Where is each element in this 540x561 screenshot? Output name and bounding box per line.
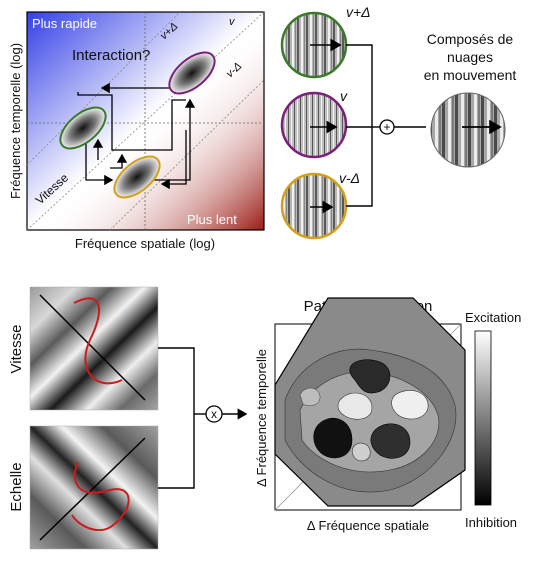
speed-profile-curve (73, 297, 123, 385)
label-interaction-question: Interaction? (72, 47, 150, 64)
label-speed-filter: Vitesse (8, 325, 25, 374)
panel-interaction-pattern: Patron d'interaction Δ Fréquence tempore… (254, 297, 521, 533)
link-path-4 (160, 130, 187, 190)
axis-label-delta-spatial: Δ Fréquence spatiale (307, 518, 429, 533)
label-v-plus: v+Δ (346, 4, 371, 20)
cloud-compound-result (430, 92, 506, 168)
cloud-stimulus-v (280, 91, 348, 159)
label-scale-filter: Echelle (8, 462, 25, 511)
gabor-scale (29, 425, 159, 550)
colorbar-label-inhibition: Inhibition (465, 515, 517, 530)
axis-label-spatial: Fréquence spatiale (log) (75, 236, 215, 251)
colorbar-label-excitation: Excitation (465, 310, 521, 325)
gabor-axis-line (39, 437, 146, 541)
panel-speed-space: Plus rapide Plus lent Interaction? Vites… (8, 11, 265, 251)
sum-bracket (346, 44, 373, 207)
axis-label-temporal: Fréquence temporelle (log) (8, 43, 23, 199)
filter-ellipse-green (59, 106, 107, 150)
product-symbol: x (211, 407, 217, 421)
gabor-axis-line (39, 294, 146, 401)
link-path-6 (110, 153, 128, 169)
panel-filter-product: Vitesse Echelle x (8, 286, 248, 550)
panel-cloud-sum: v+Δ v v-Δ + Composés de nuages en mouvem… (280, 4, 517, 240)
scale-profile-curve (71, 461, 130, 531)
cloud-stimulus-v-minus (280, 172, 348, 240)
result-title-line3: en mouvement (424, 67, 517, 83)
label-v: v (340, 88, 348, 104)
filter-ellipse-purple (168, 51, 216, 95)
result-title-line2: nuages (447, 49, 493, 65)
interaction-outline (274, 297, 466, 507)
result-title-line1: Composés de (427, 31, 514, 47)
axis-label-delta-temporal: Δ Fréquence temporelle (254, 349, 269, 487)
label-slow: Plus lent (187, 212, 237, 227)
colorbar (474, 330, 492, 506)
sum-symbol: + (383, 120, 390, 134)
cloud-stimulus-v-plus (280, 11, 348, 79)
label-diag-v: v (229, 16, 236, 28)
label-v-minus: v-Δ (339, 170, 360, 186)
link-path-1 (77, 92, 186, 151)
interaction-heatmap (275, 298, 465, 506)
product-bracket (158, 347, 195, 489)
diag-v (26, 11, 265, 231)
filter-ellipse-gold (113, 155, 161, 199)
gabor-speed (29, 286, 159, 411)
panel-a-frame (26, 11, 265, 231)
label-fast: Plus rapide (32, 16, 97, 31)
